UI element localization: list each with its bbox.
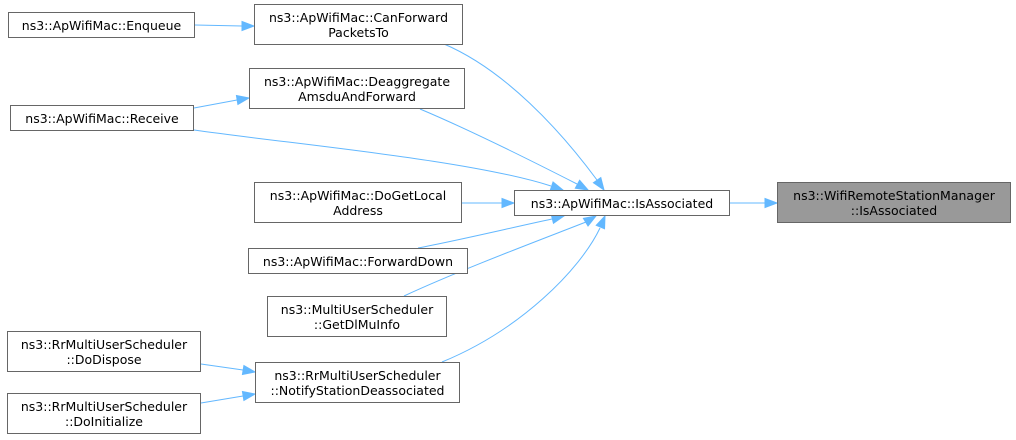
node-label-line: PacketsTo	[328, 24, 389, 40]
edge-deaggregate-to-isassociated	[419, 108, 578, 185]
node-label-line: ::DoInitialize	[64, 413, 143, 429]
arrowhead	[595, 214, 606, 230]
node-apwifimac-receive[interactable]: ns3::ApWifiMac::Receive	[10, 105, 194, 131]
node-multiuserscheduler-getdlmuinfo[interactable]: ns3::MultiUserScheduler ::GetDlMuInfo	[267, 296, 447, 337]
arrowhead	[592, 176, 605, 192]
edge-getdlmu-to-isassociated	[403, 221, 587, 297]
node-label-line: ns3::ApWifiMac::Enqueue	[21, 17, 182, 33]
edge-forwarddown-to-isassociated	[417, 218, 553, 249]
arrowhead	[241, 364, 257, 376]
node-apwifimac-deaggregateamsduandforward[interactable]: ns3::ApWifiMac::Deaggregate AmsduAndForw…	[249, 68, 465, 109]
node-label-line: ns3::ApWifiMac::DoGetLocal	[269, 187, 447, 203]
node-label-line: AmsduAndForward	[298, 88, 416, 104]
node-apwifimac-canforwardpacketsto[interactable]: ns3::ApWifiMac::CanForward PacketsTo	[254, 4, 463, 45]
edge-receive-to-isassociated	[193, 129, 552, 187]
edge-dispose-to-notify	[200, 363, 244, 371]
edge-receive-to-deaggregate	[193, 99, 238, 109]
node-label-line: ns3::ApWifiMac::Deaggregate	[263, 73, 451, 89]
arrowhead	[241, 20, 256, 32]
node-apwifimac-enqueue[interactable]: ns3::ApWifiMac::Enqueue	[8, 12, 195, 38]
node-label-line: ns3::WifiRemoteStationManager	[793, 187, 995, 203]
node-label-line: Address	[333, 202, 383, 218]
edge-notify-to-isassociated	[441, 227, 601, 363]
node-apwifimac-isassociated[interactable]: ns3::ApWifiMac::IsAssociated	[514, 190, 730, 216]
node-rrmultiuserscheduler-notifystationdeassociated[interactable]: ns3::RrMultiUserScheduler ::NotifyStatio…	[255, 362, 460, 403]
edge-initialize-to-notify	[200, 395, 244, 404]
node-label-line: ns3::RrMultiUserScheduler	[20, 398, 188, 414]
node-label-line: ns3::RrMultiUserScheduler	[274, 367, 441, 383]
node-label-line: ns3::ApWifiMac::ForwardDown	[262, 253, 454, 269]
node-label-line: ns3::ApWifiMac::CanForward	[268, 9, 449, 25]
node-label-line: ::IsAssociated	[850, 202, 938, 218]
node-apwifimac-dogetlocaladdress[interactable]: ns3::ApWifiMac::DoGetLocal Address	[254, 182, 462, 223]
node-rrmultiuserscheduler-dodispose[interactable]: ns3::RrMultiUserScheduler ::DoDispose	[7, 331, 201, 372]
node-label-line: ns3::MultiUserScheduler	[280, 301, 434, 317]
arrowhead	[764, 197, 779, 209]
node-label-line: ::DoDispose	[66, 351, 142, 367]
arrowhead	[574, 179, 590, 191]
node-rrmultiuserscheduler-doinitialize[interactable]: ns3::RrMultiUserScheduler ::DoInitialize	[7, 393, 201, 434]
edge-canforward-to-isassociated	[443, 43, 598, 181]
node-label-line: ns3::ApWifiMac::Receive	[25, 110, 179, 126]
arrowhead	[582, 215, 598, 227]
node-label-line: ::NotifyStationDeassociated	[270, 382, 445, 398]
arrowhead	[235, 94, 251, 106]
node-apwifimac-forwarddown[interactable]: ns3::ApWifiMac::ForwardDown	[248, 248, 468, 274]
node-wifiremotestationmanager-isassociated: ns3::WifiRemoteStationManager ::IsAssoci…	[777, 182, 1011, 223]
node-label-line: ns3::RrMultiUserScheduler	[20, 336, 188, 352]
arrowhead	[501, 197, 516, 209]
node-label-line: ns3::ApWifiMac::IsAssociated	[530, 195, 714, 211]
edge-enqueue-to-canforward	[194, 24, 243, 27]
arrowhead	[241, 390, 257, 402]
node-label-line: ::GetDlMuInfo	[313, 316, 401, 332]
